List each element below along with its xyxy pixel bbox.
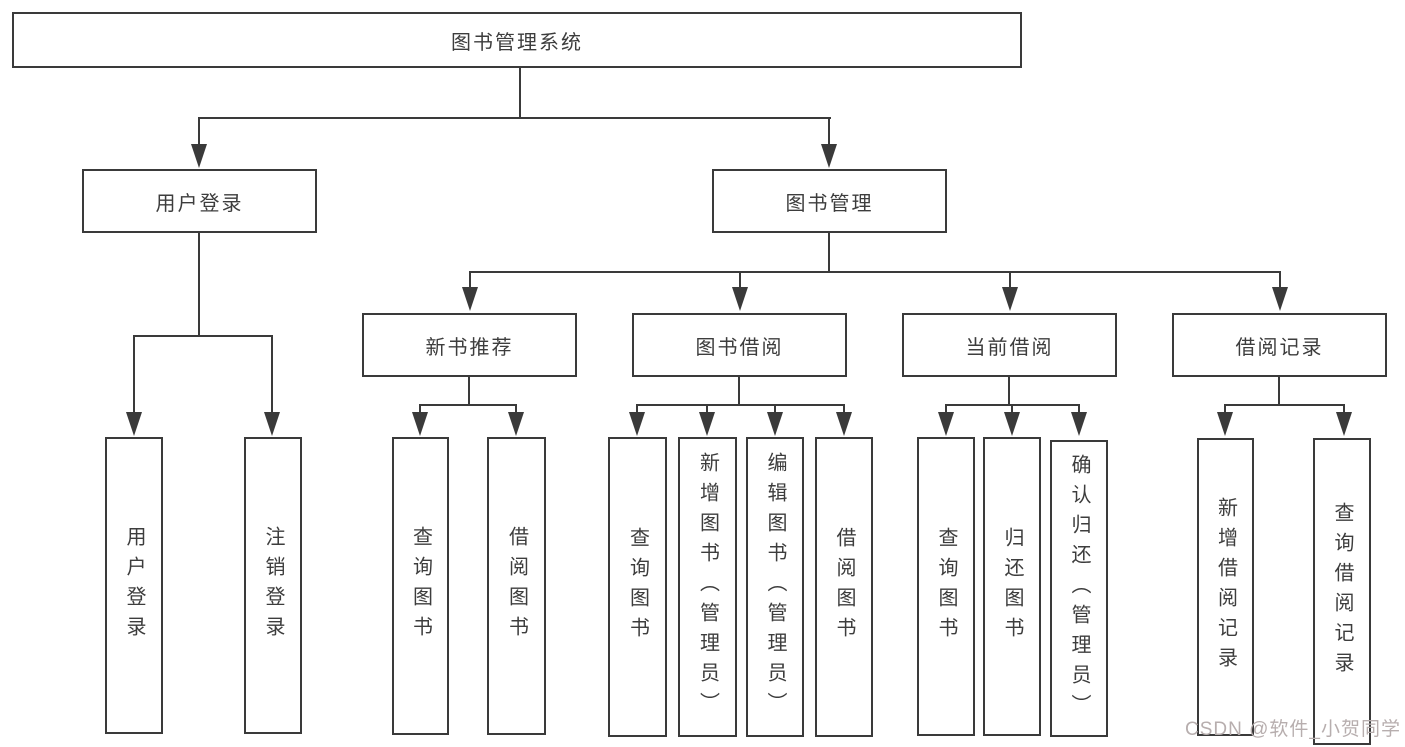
- connector-line: [419, 404, 517, 406]
- node-label: 借阅图书: [833, 527, 855, 647]
- node-label: 查询借阅记录: [1331, 501, 1353, 682]
- node-user-login: 用户登录: [82, 169, 317, 233]
- connector-line: [469, 271, 471, 289]
- watermark: CSDN @软件_小贺同学: [1185, 719, 1401, 740]
- connector-line: [843, 404, 845, 416]
- node-library-system-root: 图书管理系统: [12, 12, 1022, 68]
- connector-line: [1343, 404, 1345, 416]
- arrow-down-icon: [1004, 412, 1020, 436]
- connector-line: [828, 117, 830, 149]
- arrow-down-icon: [938, 412, 954, 436]
- node-label: 查询图书: [409, 526, 432, 646]
- node-label: 查询图书: [935, 526, 957, 647]
- node-label: 借阅图书: [505, 526, 528, 646]
- node-borrowing-records: 借阅记录: [1172, 313, 1387, 377]
- arrow-down-icon: [264, 412, 280, 436]
- connector-line: [774, 404, 776, 416]
- leaf-query-books-current: 查询图书: [917, 437, 975, 736]
- arrow-down-icon: [508, 412, 524, 436]
- arrow-down-icon: [1002, 287, 1018, 311]
- leaf-edit-book-admin: 编辑图书（管理员）: [746, 437, 804, 737]
- connector-line: [739, 271, 741, 289]
- leaf-borrow-books-recommend: 借阅图书: [487, 437, 546, 735]
- node-label: 图书借阅: [695, 336, 784, 359]
- arrow-down-icon: [462, 287, 478, 311]
- leaf-confirm-return-admin: 确认归还（管理员）: [1050, 440, 1108, 737]
- connector-line: [945, 404, 947, 416]
- node-label: 借阅记录: [1235, 336, 1324, 359]
- leaf-add-borrow-record: 新增借阅记录: [1197, 438, 1254, 736]
- leaf-add-book-admin: 新增图书（管理员）: [678, 437, 737, 737]
- node-label: 当前借阅: [965, 336, 1054, 359]
- leaf-user-login: 用户登录: [105, 437, 163, 734]
- connector-line: [419, 404, 421, 416]
- node-label: 编辑图书（管理员）: [764, 452, 786, 722]
- connector-line: [1278, 375, 1280, 405]
- node-book-borrowing: 图书借阅: [632, 313, 847, 377]
- node-label: 归还图书: [1001, 526, 1023, 647]
- node-label: 确认归还（管理员）: [1068, 453, 1090, 724]
- arrow-down-icon: [767, 412, 783, 436]
- node-label: 用户登录: [123, 525, 145, 646]
- arrow-down-icon: [1272, 287, 1288, 311]
- connector-line: [636, 404, 638, 416]
- arrow-down-icon: [629, 412, 645, 436]
- connector-line: [1279, 271, 1281, 289]
- connector-line: [738, 375, 740, 405]
- connector-line: [469, 271, 1281, 273]
- connector-line: [636, 404, 845, 406]
- connector-line: [515, 404, 517, 416]
- node-label: 图书管理: [785, 192, 874, 215]
- leaf-query-borrow-record: 查询借阅记录: [1313, 438, 1371, 745]
- connector-line: [1224, 404, 1226, 416]
- arrow-down-icon: [412, 412, 428, 436]
- arrow-down-icon: [1071, 412, 1087, 436]
- connector-line: [198, 231, 200, 336]
- node-label: 新增图书（管理员）: [696, 452, 719, 722]
- leaf-query-books-recommend: 查询图书: [392, 437, 449, 735]
- arrow-down-icon: [1217, 412, 1233, 436]
- arrow-down-icon: [699, 412, 715, 436]
- connector-line: [468, 375, 470, 405]
- connector-line: [1011, 404, 1013, 416]
- node-label: 新增借阅记录: [1214, 497, 1237, 677]
- leaf-logout: 注销登录: [244, 437, 302, 734]
- node-current-borrowing: 当前借阅: [902, 313, 1117, 377]
- connector-line: [706, 404, 708, 416]
- connector-line: [133, 335, 273, 337]
- leaf-return-books: 归还图书: [983, 437, 1041, 736]
- connector-line: [271, 335, 273, 415]
- connector-line: [828, 231, 830, 273]
- node-label: 查询图书: [626, 527, 649, 647]
- connector-line: [133, 335, 135, 415]
- node-label: 注销登录: [262, 525, 284, 646]
- leaf-borrow-books: 借阅图书: [815, 437, 873, 737]
- node-label: 图书管理系统: [451, 31, 583, 54]
- arrow-down-icon: [126, 412, 142, 436]
- connector-line: [198, 117, 200, 149]
- arrow-down-icon: [1336, 412, 1352, 436]
- arrow-down-icon: [732, 287, 748, 311]
- node-new-book-recommend: 新书推荐: [362, 313, 577, 377]
- connector-line: [1009, 271, 1011, 289]
- arrow-down-icon: [191, 144, 207, 168]
- connector-line: [1008, 375, 1010, 405]
- arrow-down-icon: [836, 412, 852, 436]
- connector-line: [198, 117, 831, 119]
- node-label: 用户登录: [155, 192, 244, 215]
- connector-line: [1224, 404, 1345, 406]
- node-book-management: 图书管理: [712, 169, 947, 233]
- arrow-down-icon: [821, 144, 837, 168]
- connector-line: [1078, 404, 1080, 416]
- connector-line: [519, 66, 521, 118]
- node-label: 新书推荐: [425, 336, 514, 359]
- leaf-query-books-borrow: 查询图书: [608, 437, 667, 737]
